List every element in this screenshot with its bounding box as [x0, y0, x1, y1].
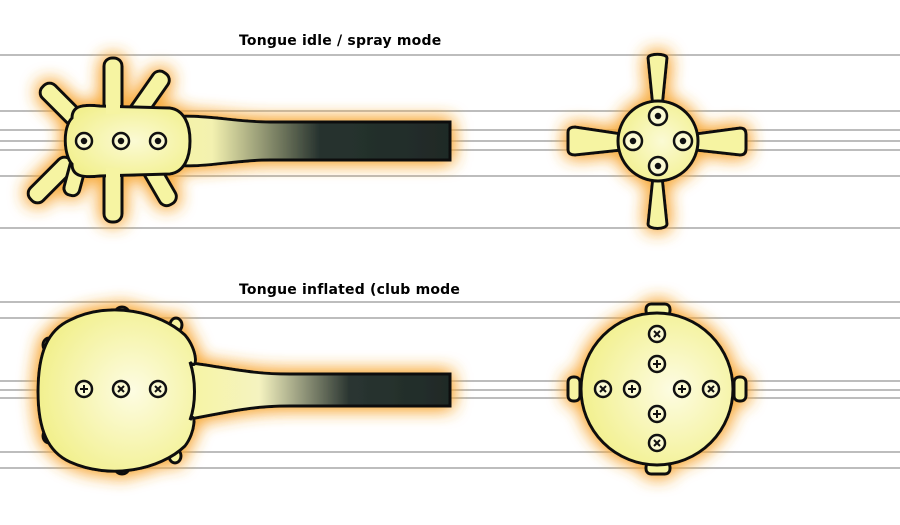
idle-front-nozzles [622, 105, 694, 177]
club-side-view [36, 305, 452, 476]
cross-screw-icon [701, 379, 721, 399]
club-side-nozzles [74, 379, 168, 399]
ring-dot-icon [647, 155, 669, 177]
cross-screw-icon [672, 379, 692, 399]
idle-side-nozzles [74, 131, 168, 151]
club-mode-caption: Tongue inflated (club mode [239, 282, 461, 298]
ring-dot-icon [622, 130, 644, 152]
idle-side-head [26, 56, 452, 224]
club-front-view [566, 302, 748, 476]
idle-side-view [26, 56, 452, 224]
cross-screw-icon [647, 404, 667, 424]
club-front-nozzles [593, 324, 721, 453]
ring-dot-icon [74, 131, 94, 151]
ring-dot-icon [148, 131, 168, 151]
ring-dot-icon [111, 131, 131, 151]
ring-dot-icon [647, 105, 669, 127]
cross-screw-icon [593, 379, 613, 399]
cross-screw-icon [148, 379, 168, 399]
cross-screw-icon [622, 379, 642, 399]
idle-front-view [566, 52, 748, 230]
idle-mode-caption: Tongue idle / spray mode [239, 33, 442, 49]
cross-screw-icon [647, 433, 667, 453]
cross-screw-icon [74, 379, 94, 399]
ring-dot-icon [672, 130, 694, 152]
cross-screw-icon [647, 324, 667, 344]
cross-screw-icon [647, 354, 667, 374]
cross-screw-icon [111, 379, 131, 399]
